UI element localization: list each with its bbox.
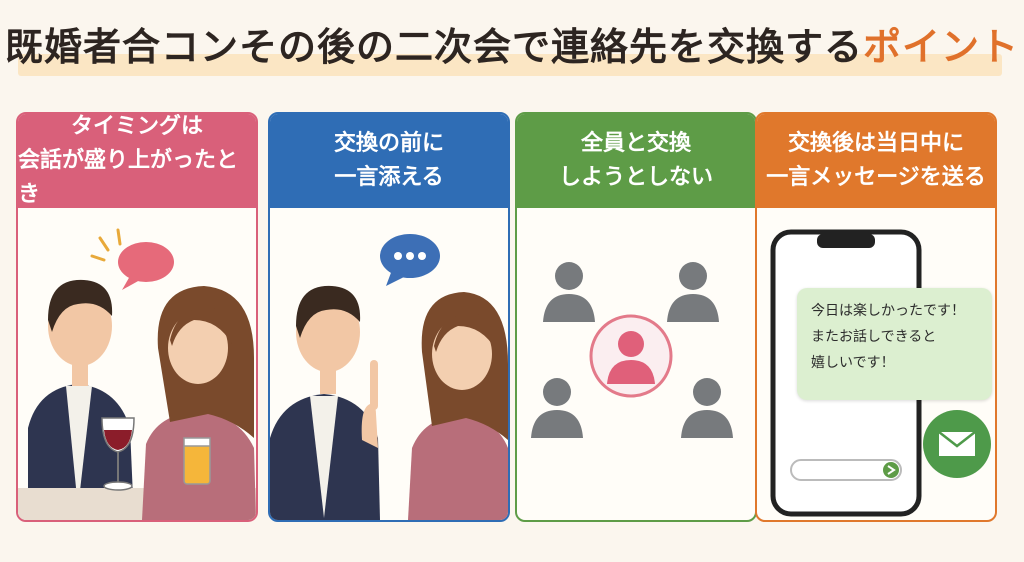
card-header: 全員と交換 しようとしない <box>517 114 755 208</box>
card-add-a-word: 交換の前に 一言添える <box>268 112 510 522</box>
card-heading-line1: 全員と交換 <box>580 131 691 156</box>
card-heading-line1: 交換の前に <box>333 131 444 156</box>
card-illustration: 今日は楽しかったです！ またお話しできると 嬉しいです！ <box>757 208 995 520</box>
title-accent: ポイント <box>863 25 1020 69</box>
card-header: タイミングは 会話が盛り上がったとき <box>18 114 256 208</box>
card-heading-line2: 一言メッセージを送る <box>766 165 986 190</box>
title-highlight <box>18 54 1002 76</box>
person-icon <box>681 378 733 438</box>
person-icon <box>667 262 719 322</box>
person-icon <box>543 262 595 322</box>
card-heading-line1: 交換後は当日中に <box>787 131 964 156</box>
people-group-illustration <box>531 262 733 438</box>
title-area: 既婚者合コンその後の二次会で連絡先を交換するポイント <box>0 14 1024 76</box>
title-main: 既婚者合コンその後の二次会で連絡先を交換する <box>4 25 863 69</box>
person-icon <box>531 378 583 438</box>
card-send-message: 交換後は当日中に 一言メッセージを送る 今日は楽しかったです！ またお話しできる… <box>755 112 997 522</box>
message-line: 今日は楽しかったです！ <box>811 303 965 319</box>
man-talking-illustration <box>270 234 508 520</box>
card-header: 交換の前に 一言添える <box>270 114 508 208</box>
couple-chatting-illustration <box>18 228 256 520</box>
card-header: 交換後は当日中に 一言メッセージを送る <box>757 114 995 208</box>
card-heading-line2: しようとしない <box>558 165 713 190</box>
message-bubble: 今日は楽しかったです！ またお話しできると 嬉しいです！ <box>797 288 992 400</box>
card-illustration <box>18 208 256 520</box>
card-illustration <box>270 208 508 520</box>
message-line: またお話しできると <box>811 329 937 345</box>
card-heading-line2: 会話が盛り上がったとき <box>18 148 239 207</box>
highlighted-person-icon <box>607 331 655 384</box>
page-title: 既婚者合コンその後の二次会で連絡先を交換するポイント <box>5 16 1019 71</box>
card-heading-line2: 一言添える <box>334 165 444 190</box>
card-heading-line1: タイミングは <box>70 114 203 139</box>
card-dont-exchange-with-all: 全員と交換 しようとしない <box>515 112 757 522</box>
message-line: 嬉しいです！ <box>811 355 895 371</box>
mail-icon <box>923 410 991 478</box>
card-timing: タイミングは 会話が盛り上がったとき <box>16 112 258 522</box>
card-illustration <box>517 208 755 520</box>
